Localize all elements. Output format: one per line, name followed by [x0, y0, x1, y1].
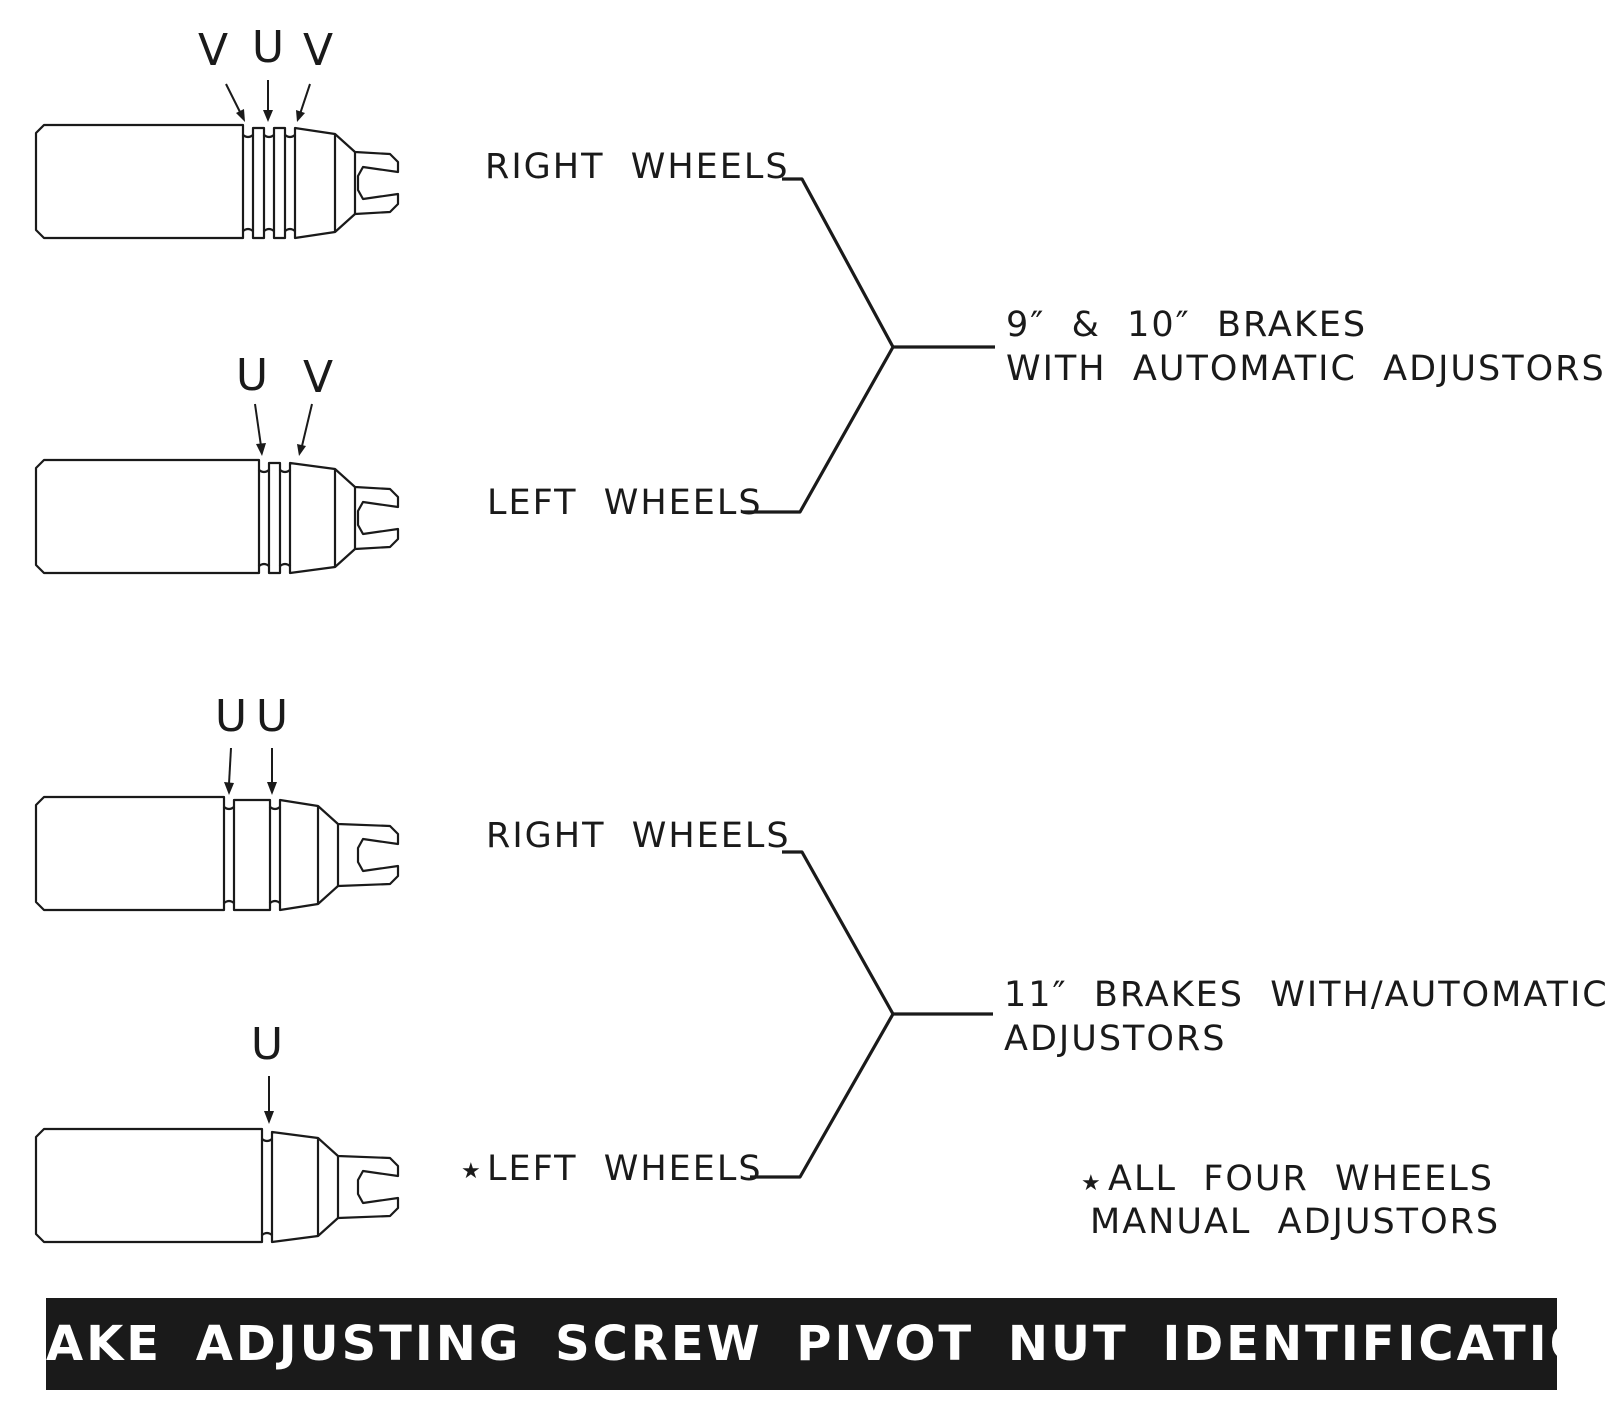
- pivot-nut-3: U U: [34, 691, 400, 912]
- nut-3-arrows: [224, 747, 277, 795]
- label-right-wheels-1: RIGHT WHEELS: [485, 147, 790, 187]
- nut-3-mark-2: U: [256, 691, 288, 742]
- pivot-nut-4: U: [34, 1019, 400, 1244]
- footnote-line2: MANUAL ADJUSTORS: [1090, 1202, 1500, 1242]
- nut-2-mark-1: U: [236, 350, 268, 401]
- title-banner: BRAKE ADJUSTING SCREW PIVOT NUT IDENTIFI…: [0, 1298, 1624, 1390]
- group-11-line1: 11″ BRAKES WITH/AUTOMATIC: [1004, 975, 1609, 1015]
- label-left-wheels-1: LEFT WHEELS: [487, 483, 763, 523]
- nut-1-mark-2: U: [252, 22, 284, 73]
- nut-2-mark-2: V: [303, 352, 333, 403]
- nut-3-outline: [34, 795, 400, 912]
- nut-1-mark-3: V: [303, 25, 333, 76]
- group-11-line2: ADJUSTORS: [1004, 1019, 1227, 1059]
- nut-1-grooves: [241, 134, 357, 232]
- nut-4-grooves: [260, 1138, 340, 1236]
- label-right-wheels-2: RIGHT WHEELS: [486, 816, 791, 856]
- footnote-star-icon: ★: [1081, 1171, 1101, 1196]
- star-icon: ★: [461, 1159, 481, 1184]
- label-left-wheels-2: LEFT WHEELS: [487, 1149, 763, 1189]
- bracket-11: [750, 850, 895, 1179]
- nut-4-mark-1: U: [251, 1019, 283, 1070]
- group-9-10-line2: WITH AUTOMATIC ADJUSTORS: [1006, 349, 1606, 389]
- nut-3-mark-1: U: [215, 691, 247, 742]
- nut-2-outline: [34, 458, 400, 575]
- nut-1-outline: [34, 123, 400, 240]
- bracket-9-10: [743, 177, 895, 514]
- nut-2-grooves: [257, 469, 357, 567]
- pivot-nut-2: U V: [34, 350, 400, 575]
- nut-2-arrows: [254, 403, 313, 456]
- pivot-nut-1: V U V: [34, 22, 400, 240]
- nut-3-grooves: [222, 806, 340, 904]
- nut-1-mark-1: V: [198, 25, 228, 76]
- nut-4-outline: [34, 1127, 400, 1244]
- banner-title: BRAKE ADJUSTING SCREW PIVOT NUT IDENTIFI…: [0, 1316, 1624, 1372]
- nut-4-arrows: [264, 1076, 274, 1124]
- footnote-line1: ALL FOUR WHEELS: [1108, 1159, 1494, 1199]
- group-9-10-line1: 9″ & 10″ BRAKES: [1006, 305, 1367, 345]
- nut-1-arrows: [225, 80, 311, 122]
